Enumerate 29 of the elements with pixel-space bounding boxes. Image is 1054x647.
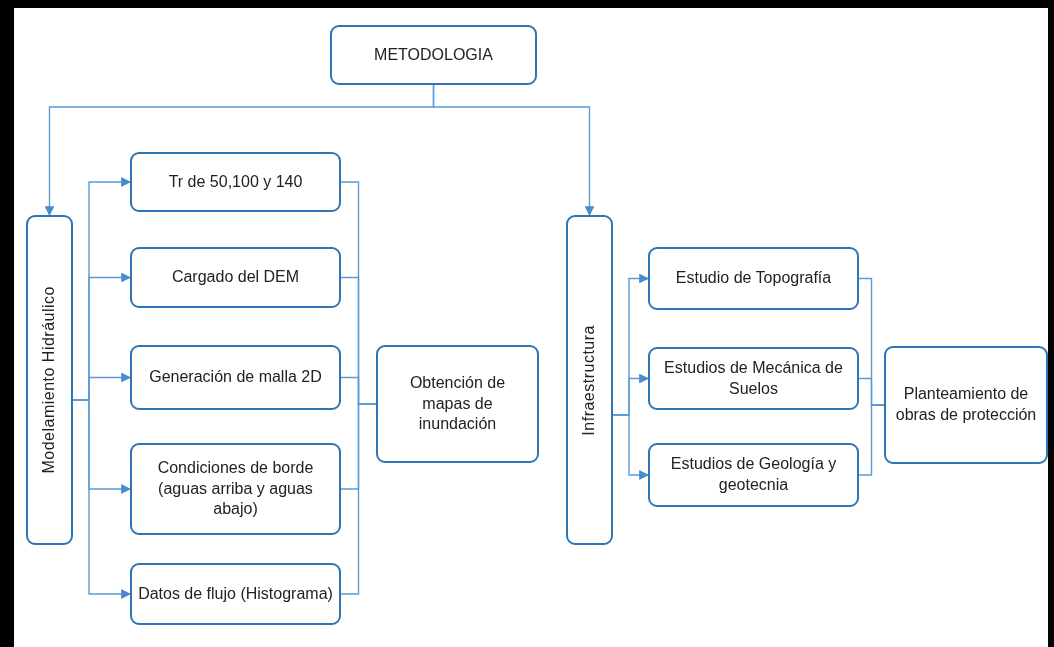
process-box <box>330 25 537 85</box>
process-box <box>566 215 613 545</box>
node-label: Estudios de Geología y geotecnia <box>669 454 838 495</box>
node-label: Planteamiento de obras de protección <box>894 384 1038 425</box>
connector-arrow <box>72 399 131 599</box>
process-box <box>648 347 859 410</box>
node-label: Obtención de mapas de inundación <box>408 372 507 435</box>
node-label: METODOLOGIA <box>374 44 493 65</box>
node-label: Generación de malla 2D <box>149 367 322 388</box>
node-label: Tr de 50,100 y 140 <box>168 171 303 192</box>
process-box <box>884 346 1048 464</box>
node-label: Infraestructura <box>579 324 599 436</box>
process-box <box>26 215 73 545</box>
process-box <box>130 443 341 535</box>
node-label: Estudio de Topografía <box>675 268 832 289</box>
process-box <box>376 345 539 463</box>
process-box <box>130 247 341 308</box>
process-box <box>130 563 341 625</box>
process-box <box>648 247 859 310</box>
node-label: Modelamiento Hidráulico <box>39 286 59 474</box>
process-box <box>130 345 341 410</box>
connector-arrow <box>612 414 649 480</box>
node-label: Estudios de Mecánica de Suelos <box>663 357 844 399</box>
connector-arrow <box>432 84 595 216</box>
node-label: Cargado del DEM <box>171 267 300 288</box>
process-box <box>648 443 859 507</box>
process-box <box>130 152 341 212</box>
node-label: Datos de flujo (Histograma) <box>138 583 333 604</box>
node-label: Condiciones de borde (aguas arriba y aguas abajo) <box>156 457 315 520</box>
